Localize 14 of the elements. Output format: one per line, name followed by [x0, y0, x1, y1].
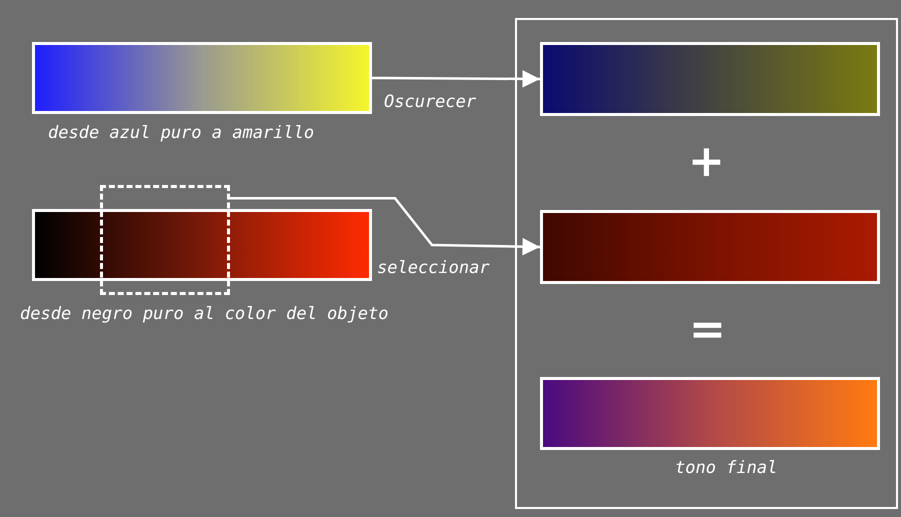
gradient-bar — [540, 210, 880, 284]
gradient-bar — [540, 377, 880, 450]
gradient-bar — [540, 42, 880, 116]
operator-sign: + — [688, 140, 725, 184]
operator-sign: = — [689, 308, 726, 352]
gradient-bar — [32, 42, 372, 114]
selection-box — [100, 185, 230, 295]
result-panel — [515, 18, 898, 509]
bar-caption: tono final — [675, 458, 778, 478]
bar-caption: desde negro puro al color del objeto — [20, 304, 388, 324]
arrow — [372, 70, 540, 88]
arrow — [230, 196, 540, 256]
gradient-bar — [32, 209, 372, 281]
bar-caption: desde azul puro a amarillo — [48, 123, 314, 143]
